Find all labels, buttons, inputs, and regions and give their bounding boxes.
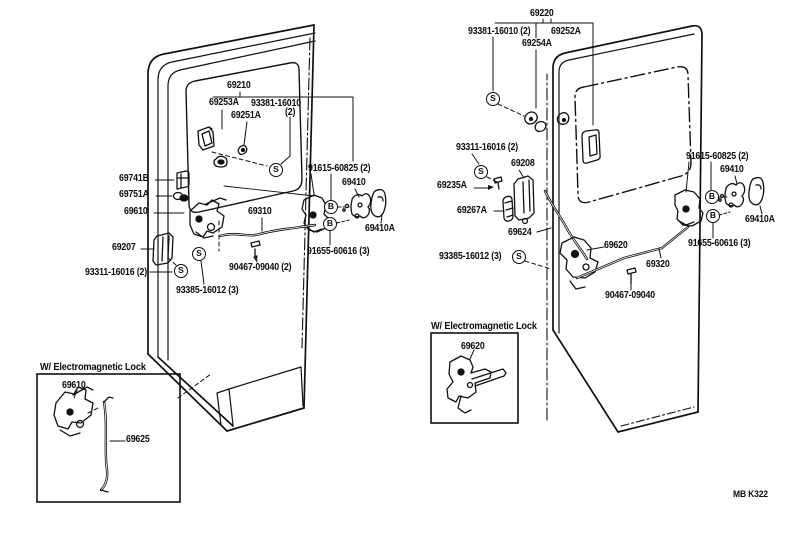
part-label-69251A: 69251A (231, 110, 261, 121)
inset-boxes (36, 332, 519, 503)
part-label-93385-right: 93385-16012 (3) (439, 251, 502, 262)
inset-left-note: W/ Electromagnetic Lock (40, 361, 146, 373)
bolt-symbol: B (705, 190, 719, 204)
right-door-outline (546, 24, 703, 433)
part-label-69620: 69620 (604, 240, 628, 251)
part-label-69625: 69625 (126, 434, 150, 445)
part-label-69207: 69207 (112, 242, 136, 253)
part-label-91655-left: 91655-60616 (3) (307, 246, 370, 257)
right-door-parts (493, 111, 765, 290)
part-label-69320: 69320 (646, 259, 670, 270)
leader-lines (73, 18, 763, 442)
bolt-symbol: B (706, 209, 720, 223)
part-label-69220: 69220 (530, 8, 554, 19)
part-label-90467-right: 90467-09040 (605, 290, 655, 301)
left-door-parts (152, 126, 387, 266)
part-label-93311-left: 93311-16016 (2) (85, 267, 147, 278)
screw-symbol: S (174, 264, 188, 278)
part-label-69254A: 69254A (522, 38, 552, 49)
part-label-93385-left: 93385-16012 (3) (176, 285, 239, 296)
part-label-69210: 69210 (227, 80, 251, 91)
part-label-69610: 69610 (124, 206, 148, 217)
inset-left-box (36, 373, 181, 503)
part-label-91615-right: 91615-60825 (2) (686, 151, 749, 162)
part-label-69310: 69310 (248, 206, 272, 217)
part-label-69410A-right: 69410A (745, 214, 775, 225)
part-label-91615-left: 91615-60825 (2) (308, 163, 371, 174)
bolt-symbol: B (324, 200, 338, 214)
part-label-69252A: 69252A (551, 26, 581, 37)
part-label-90467-left: 90467-09040 (2) (229, 262, 292, 273)
inset-left-parts (53, 386, 114, 493)
part-label-69620-inset: 69620 (461, 341, 485, 352)
part-label-69253A: 69253A (209, 97, 239, 108)
part-label-69610-inset: 69610 (62, 380, 86, 391)
figure-code: MB K322 (733, 489, 768, 500)
inset-right-note: W/ Electromagnetic Lock (431, 320, 537, 332)
left-door-outline (147, 24, 316, 432)
bolt-symbol: B (323, 217, 337, 231)
part-label-69208: 69208 (511, 158, 535, 169)
part-label-69410A-left: 69410A (365, 223, 395, 234)
part-label-69267A: 69267A (457, 205, 487, 216)
screw-symbol: S (512, 250, 526, 264)
screw-symbol: S (474, 165, 488, 179)
part-label-93381-left: 93381-16010 (251, 98, 301, 109)
part-label-69235A: 69235A (437, 180, 467, 191)
screw-symbol: S (486, 92, 500, 106)
part-label-69410-left: 69410 (342, 177, 366, 188)
part-label-69410-right: 69410 (720, 164, 744, 175)
part-label-93381-left-qty: (2) (285, 107, 296, 118)
part-label-93311-right: 93311-16016 (2) (456, 142, 518, 153)
inset-right-box (430, 332, 519, 424)
part-label-69751A: 69751A (119, 189, 149, 200)
screw-symbol: S (192, 247, 206, 261)
part-label-93381-right: 93381-16010 (2) (468, 26, 531, 37)
part-label-69741B: 69741B (119, 173, 149, 184)
part-label-91655-right: 91655-60616 (3) (688, 238, 751, 249)
screw-symbol: S (269, 163, 283, 177)
inset-right-parts (446, 355, 507, 414)
part-label-69624: 69624 (508, 227, 532, 238)
